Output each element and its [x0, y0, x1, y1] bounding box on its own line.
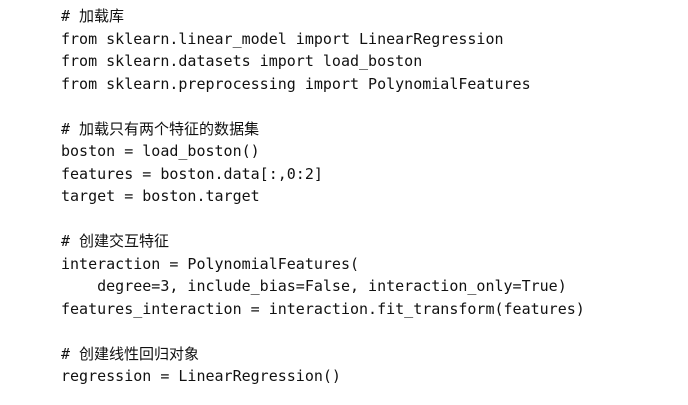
code-line-interaction-args: degree=3, include_bias=False, interactio… — [61, 277, 567, 295]
code-line-features-assign: features = boston.data[:,0:2] — [61, 164, 323, 183]
code-block: # 加载库 from sklearn.linear_model import L… — [61, 5, 681, 388]
code-comment-load-libraries: # 加载库 — [61, 7, 125, 25]
code-line-regression-assign: regression = LinearRegression() — [61, 367, 341, 385]
code-line-import-linear-regression: from sklearn.linear_model import LinearR… — [61, 29, 504, 48]
code-line-features-interaction-assign: features_interaction = interaction.fit_t… — [61, 299, 585, 318]
code-line-interaction-assign: interaction = PolynomialFeatures( — [61, 254, 360, 273]
code-blank-line — [61, 320, 681, 343]
code-line-import-polynomial-features: from sklearn.preprocessing import Polyno… — [61, 74, 531, 93]
code-comment-create-interaction: # 创建交互特征 — [61, 232, 170, 250]
code-comment-load-dataset: # 加载只有两个特征的数据集 — [61, 119, 260, 138]
code-blank-line — [61, 95, 681, 118]
code-line-import-load-boston: from sklearn.datasets import load_boston — [61, 52, 423, 70]
code-line-boston-assign: boston = load_boston() — [61, 142, 260, 160]
code-comment-create-regression: # 创建线性回归对象 — [61, 344, 200, 363]
code-blank-line — [61, 208, 681, 231]
code-line-target-assign: target = boston.target — [61, 187, 260, 205]
